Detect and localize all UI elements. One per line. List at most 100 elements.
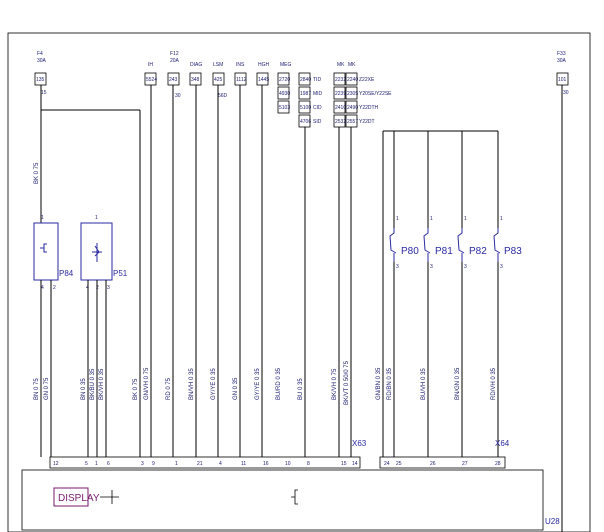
connector-pin: 8	[307, 461, 310, 467]
signal-lsm-code: 425	[214, 77, 223, 83]
wire-label-text: BK/VT 0 50/0 75	[344, 360, 350, 405]
signal-f12: F12 20A 243 30	[167, 51, 181, 457]
p82-pin: 3	[464, 264, 467, 270]
p51-pin: 3	[107, 285, 110, 291]
wire-label-text: BK 0 75	[34, 162, 40, 184]
wire-label-text: BU/VH 0 35	[421, 368, 427, 400]
meg-cell-text: 2840	[300, 77, 311, 83]
wire-label-text: RD 0 75	[166, 377, 172, 400]
signal-lsm: LSM 425 56D	[212, 62, 228, 457]
meg-cell-text: MID	[313, 91, 323, 97]
connector-pin: 15	[341, 461, 347, 467]
p80-symbol	[389, 228, 397, 262]
wire-label-text: BK/VH 0 75	[332, 368, 338, 400]
wire-label-text: GY/YE 0 35	[211, 368, 217, 400]
connector-pin: 10	[285, 461, 291, 467]
signal-lsm-label: LSM	[213, 62, 223, 68]
fuse-f33-pin: 30	[563, 90, 569, 96]
signal-ih: IH 5524	[144, 62, 157, 457]
component-p80: 1 P80 3	[389, 131, 419, 457]
wire-labels: BK 0 75 BN 0 75 GN 0 75 BN 0 35 BK/BU 0 …	[34, 162, 497, 405]
wire-label-text: GN 0 75	[44, 377, 50, 400]
signal-lsm-sub: 56D	[218, 93, 228, 99]
p83-pin: 1	[500, 216, 503, 222]
signal-diag-label: DIAG	[190, 62, 202, 68]
p84-symbol	[40, 243, 47, 253]
connector-x63	[49, 456, 361, 469]
connector-pin: 12	[53, 461, 59, 467]
signal-hgh-code: 1445	[258, 77, 269, 83]
mk-cell-text: 2410	[335, 105, 346, 111]
signal-hgh: HGH 1445	[256, 62, 270, 457]
wire-label-text: GY/YE 0 35	[255, 368, 261, 400]
connector-pin: 21	[197, 461, 203, 467]
p84-pin: 1	[41, 215, 44, 221]
p51-symbol	[92, 243, 102, 262]
component-p83: 1 P83 3	[493, 131, 522, 457]
wire-label-text: BU 0 35	[298, 378, 304, 400]
connector-pin: 3	[141, 461, 144, 467]
mk-cell-text: Y22DT	[359, 119, 375, 125]
u28-body	[21, 469, 544, 531]
wire-label-text: GN 0 35	[233, 377, 239, 400]
p84-pin: 2	[53, 285, 56, 291]
connector-pin: 16	[263, 461, 269, 467]
p82-symbol	[457, 228, 465, 262]
p82-label: P82	[469, 246, 487, 257]
diagram-frame	[7, 32, 591, 532]
p83-pin: 3	[500, 264, 503, 270]
wire-label-text: GN/BN 0 35	[376, 367, 382, 400]
connector-pin: 14	[352, 461, 358, 467]
mk-cell-text: Y20SE/Y22SE	[359, 91, 392, 97]
fuse-f4-name: F4	[37, 51, 43, 57]
p81-label: P81	[435, 246, 453, 257]
module-u28: DISPLAY U28	[21, 469, 560, 531]
mk-cell-text: Y22DTH	[359, 105, 379, 111]
connector-pin: 26	[430, 461, 436, 467]
mk-label-1: MK	[337, 62, 345, 68]
wire-label-text: RD/VH 0 35	[491, 367, 497, 400]
signal-f12-sub: 30	[175, 93, 181, 99]
component-p84: 1 P84 4 2	[33, 215, 74, 457]
p80-pin: 3	[396, 264, 399, 270]
wire-label-text: RD/BN 0 35	[387, 367, 393, 400]
meg-cell-text: TID	[313, 77, 321, 83]
signal-hgh-label: HGH	[258, 62, 270, 68]
p83-symbol	[493, 228, 501, 262]
meg-cell-text: 1987	[300, 91, 311, 97]
mk-cell	[345, 86, 358, 100]
u28-label: U28	[545, 517, 560, 526]
connector-pin: 9	[152, 461, 155, 467]
connector-pin: 4	[219, 461, 222, 467]
fuse-f4-code: 135	[36, 77, 45, 83]
meg-cell-text: 4930	[279, 91, 290, 97]
mk-label-2: MK	[348, 62, 356, 68]
p84-body	[33, 222, 59, 281]
mk-cell	[345, 100, 358, 114]
mk-cell-text: 2305	[347, 91, 358, 97]
connector-strip: 12 5 1 6 3 9 1 21 4 11 16 10 8 15 14 24 …	[49, 456, 506, 469]
p80-pin: 1	[396, 216, 399, 222]
signal-ins: INS 1112	[234, 62, 247, 457]
display-label: DISPLAY	[58, 493, 100, 504]
mk-cell-text: 2239	[335, 91, 346, 97]
p83-label: P83	[504, 246, 522, 257]
mk-cell	[333, 100, 346, 114]
connector-pin: 1	[95, 461, 98, 467]
connector-x63-label: X63	[352, 439, 367, 448]
meg-cell-text: CID	[313, 105, 322, 111]
p81-pin: 3	[430, 264, 433, 270]
display-connector-icon	[100, 490, 119, 504]
signal-ih-label: IH	[148, 62, 153, 68]
meg-cell-text: 5100	[300, 105, 311, 111]
connector-pin: 25	[396, 461, 402, 467]
meg-label: MEG	[280, 62, 292, 68]
connector-pin: 24	[384, 461, 390, 467]
mk-cell-text: 2532	[335, 119, 346, 125]
fuse-f33-code: 101	[558, 77, 567, 83]
p80-label: P80	[401, 246, 419, 257]
wire-label-text: BN 0 75	[34, 378, 40, 400]
mk-cell	[333, 86, 346, 100]
connector-pin: 1	[175, 461, 178, 467]
signal-ins-code: 1112	[236, 77, 247, 83]
